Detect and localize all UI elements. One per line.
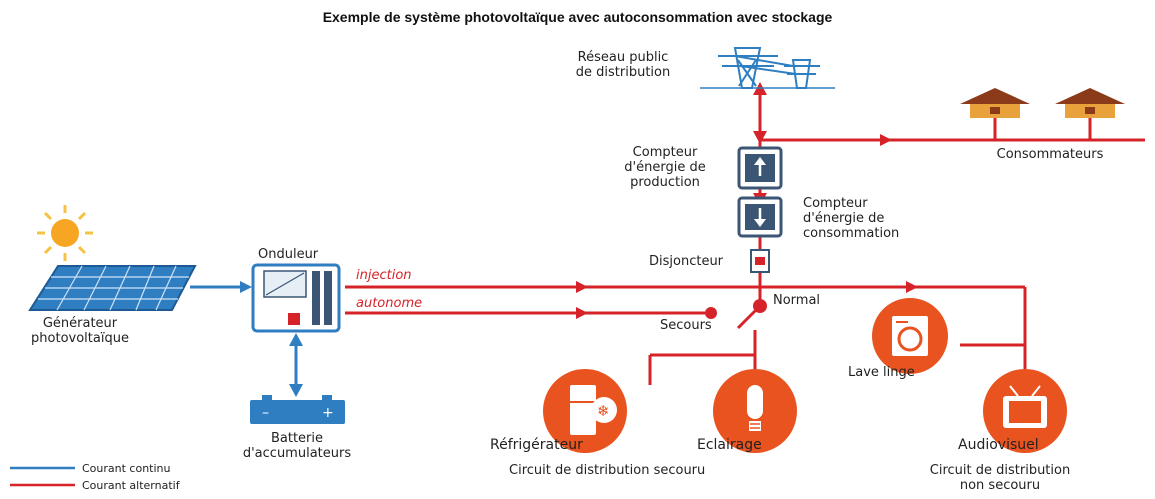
inverter-icon bbox=[251, 263, 341, 333]
dc-wiring bbox=[190, 285, 298, 390]
normal-label: Normal bbox=[773, 293, 821, 308]
grid-label: Réseau public de distribution bbox=[575, 50, 671, 80]
breaker-icon bbox=[750, 249, 770, 273]
dc-arrows bbox=[240, 281, 303, 397]
legend-dc-label: Courant continu bbox=[82, 462, 171, 475]
television-icon bbox=[983, 369, 1067, 453]
house-icon bbox=[1055, 88, 1125, 118]
legend-ac-label: Courant alternatif bbox=[82, 479, 180, 492]
breaker-label: Disjoncteur bbox=[649, 254, 724, 269]
pv-generator-label: Générateur photovoltaïque bbox=[31, 316, 129, 346]
battery-icon: – + bbox=[250, 395, 345, 424]
consumption-meter-icon bbox=[737, 196, 783, 238]
production-meter-icon bbox=[737, 146, 783, 190]
svg-text:–: – bbox=[262, 405, 269, 421]
house-icon bbox=[960, 88, 1030, 118]
ac-wiring bbox=[345, 90, 1145, 395]
secours-label: Secours bbox=[660, 318, 712, 333]
lighting-label: Eclairage bbox=[697, 437, 762, 453]
washing-machine-label: Lave linge bbox=[848, 365, 915, 380]
svg-text:+: + bbox=[322, 405, 334, 421]
normal-contact bbox=[753, 299, 767, 313]
non-backup-circuit-label: Circuit de distribution non secouru bbox=[929, 463, 1071, 493]
light-bulb-icon bbox=[713, 369, 797, 453]
svg-text:❄: ❄ bbox=[597, 402, 610, 420]
washing-machine-icon bbox=[872, 298, 948, 374]
audiovisual-label: Audiovisuel bbox=[958, 437, 1039, 453]
consumption-meter-label: Compteur d'énergie de consommation bbox=[803, 196, 900, 241]
diagram-title: Exemple de système photovoltaïque avec a… bbox=[322, 9, 833, 25]
sun-icon bbox=[37, 205, 93, 261]
pylon-icon bbox=[700, 47, 835, 89]
production-meter-label: Compteur d'énergie de production bbox=[624, 145, 706, 190]
inverter-label: Onduleur bbox=[258, 247, 319, 262]
battery-label: Batterie d'accumulateurs bbox=[242, 431, 352, 461]
solar-panel-icon bbox=[28, 265, 197, 311]
consumers-label: Consommateurs bbox=[996, 147, 1104, 162]
backup-circuit-label: Circuit de distribution secouru bbox=[509, 463, 706, 478]
injection-label: injection bbox=[356, 268, 412, 283]
refrigerator-icon: ❄ bbox=[543, 369, 627, 453]
refrigerator-label: Réfrigérateur bbox=[490, 437, 583, 453]
secours-contact bbox=[705, 307, 717, 319]
autonome-label: autonome bbox=[356, 296, 423, 311]
